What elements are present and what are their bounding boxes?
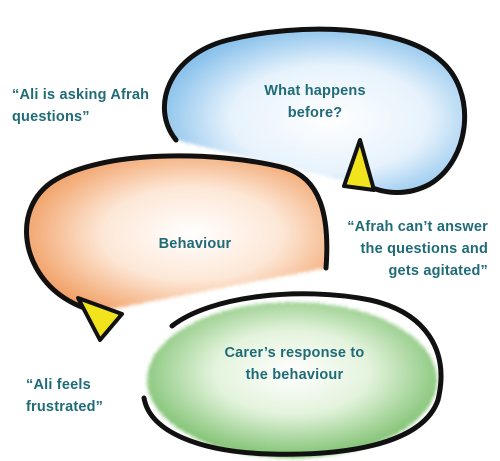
arrowhead-to-behaviour — [342, 138, 376, 192]
behaviour-example-quote: “Afrah can’t answer the questions and ge… — [347, 219, 488, 279]
antecedent-bubble — [161, 26, 468, 195]
antecedent-example-quote: “Ali is asking Afrah questions” — [12, 87, 150, 125]
arrowhead-to-response — [76, 296, 124, 342]
response-node-label: Carer’s response to the behaviour — [224, 345, 365, 383]
response-example-quote: “Ali feels frustrated” — [26, 377, 104, 415]
response-bubble — [141, 291, 444, 458]
behaviour-bubble — [24, 153, 330, 315]
behaviour-node-label: Behaviour — [158, 236, 232, 252]
antecedent-node-label: What happens before? — [264, 83, 366, 121]
